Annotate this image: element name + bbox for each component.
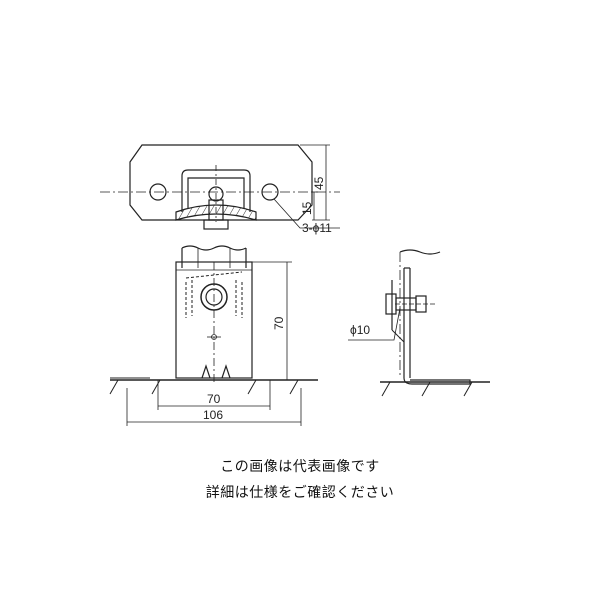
dim-label-106: 106 — [203, 408, 223, 422]
top-view-plate-outline — [129, 144, 313, 221]
top-view-hole-right — [261, 183, 279, 201]
top-view — [100, 144, 340, 230]
top-view-nut — [203, 219, 229, 230]
front-view-serration — [185, 271, 243, 318]
dim-label-70-vertical: 70 — [272, 316, 286, 330]
bolt-note-label: ϕ10 — [350, 323, 370, 337]
side-view-bolt-head — [385, 293, 397, 315]
top-view-bolt — [208, 186, 224, 202]
top-view-channel — [181, 169, 251, 212]
hole-leader — [273, 198, 340, 229]
side-view-foot — [403, 377, 471, 385]
top-view-hole-left — [149, 183, 167, 201]
front-view-post-break — [181, 245, 247, 251]
note-line-2: 詳細は仕様をご確認ください — [205, 485, 395, 501]
top-view-channel-inner — [187, 177, 245, 208]
side-view-ground-hatch — [381, 381, 473, 397]
front-view-ground-hatch — [109, 379, 299, 395]
note-line-1: この画像は代表画像です — [220, 459, 380, 475]
front-view — [109, 245, 318, 426]
dim-label-15: 15 — [300, 201, 314, 215]
dim-label-70-horizontal: 70 — [207, 392, 221, 406]
top-view-clamp — [175, 204, 257, 221]
side-view — [348, 249, 490, 397]
dim-label-45: 45 — [312, 176, 326, 190]
hole-note-label: 3-ϕ11 — [302, 221, 332, 235]
front-view-teeth — [201, 364, 231, 379]
side-view-post-break — [399, 249, 441, 255]
bolt-leader — [348, 307, 401, 341]
